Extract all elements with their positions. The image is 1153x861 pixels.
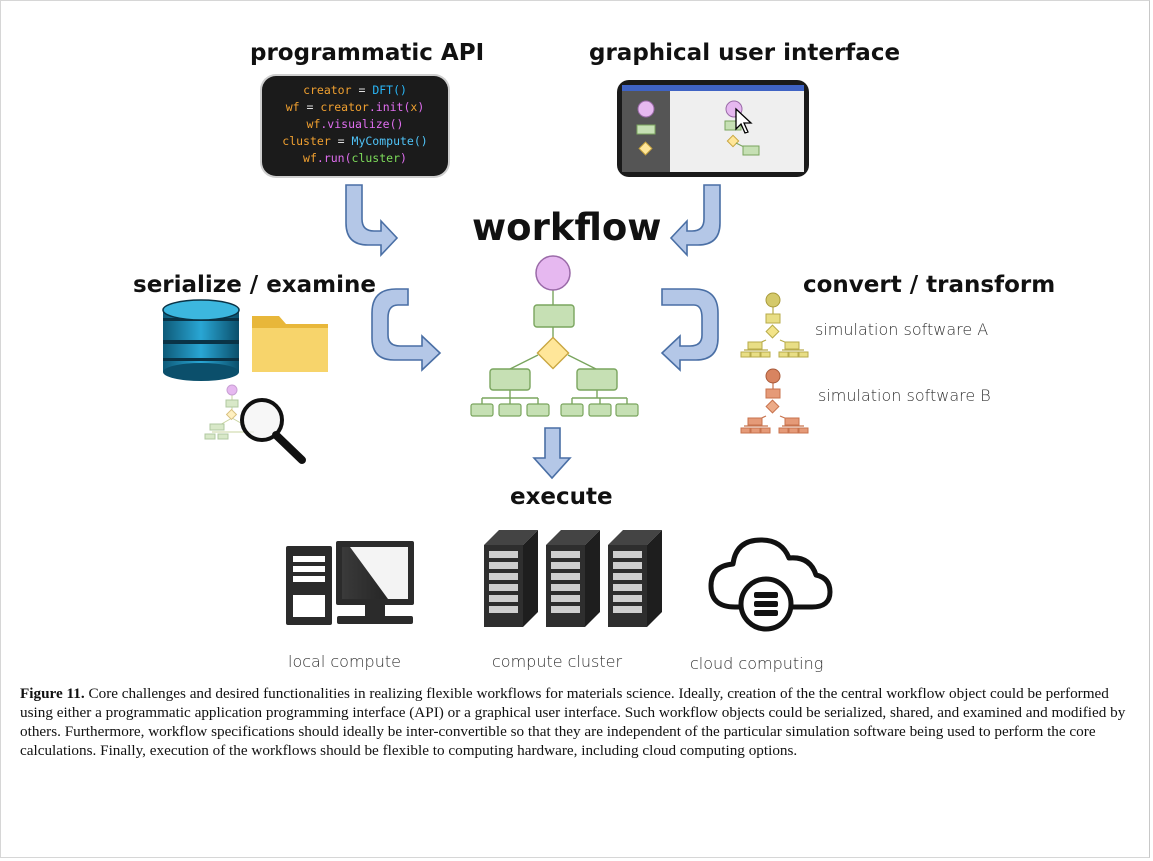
label-local-compute: local compute	[288, 652, 401, 671]
caption-text: Core challenges and desired functionalit…	[20, 685, 1126, 759]
label-cloud-computing: cloud computing	[690, 654, 824, 673]
cloud-computing-icon	[708, 537, 833, 632]
code-line-2: wf = creator.init(x)	[262, 99, 448, 116]
code-panel: creator = DFT() wf = creator.init(x) wf.…	[262, 76, 448, 176]
sim-a-leaf-node	[760, 351, 771, 358]
sim-a-task-node	[747, 341, 763, 350]
sim-b-start-node	[765, 368, 781, 384]
sim-b-task-node	[747, 417, 763, 426]
desktop-computer-icon	[286, 541, 414, 625]
server-rack-icon	[546, 530, 600, 627]
sim-a-leaf-node	[798, 351, 809, 358]
title-serialize-examine: serialize / examine	[133, 272, 376, 298]
label-sim-software-a: simulation software A	[815, 320, 989, 339]
code-line-5: wf.run(cluster)	[262, 150, 448, 167]
sim-b-leaf-node	[788, 427, 799, 434]
small-start-node	[226, 384, 238, 396]
code-token: )	[417, 100, 425, 114]
code-token: .visualize()	[320, 117, 404, 131]
folder-icon	[252, 316, 328, 372]
code-token: )	[400, 151, 407, 165]
server-rack-icon	[608, 530, 662, 627]
workflow-task-node	[489, 368, 531, 391]
code-token: cluster	[351, 151, 400, 165]
cursor-icon	[735, 107, 753, 134]
code-line-1: creator = DFT()	[262, 82, 448, 99]
title-convert-transform: convert / transform	[803, 272, 1056, 298]
workflow-leaf-node	[526, 403, 550, 417]
sim-b-leaf-node	[750, 427, 761, 434]
gui-screenshot	[617, 80, 809, 177]
workflow-leaf-node	[588, 403, 612, 417]
title-programmatic-api: programmatic API	[250, 40, 485, 66]
sim-b-leaf-node	[740, 427, 751, 434]
magnifier-icon	[240, 398, 306, 464]
code-line-3: wf.visualize()	[262, 116, 448, 133]
code-token: DFT()	[372, 83, 407, 97]
label-compute-cluster: compute cluster	[492, 652, 623, 671]
code-token: =	[330, 134, 352, 148]
code-token: =	[351, 83, 373, 97]
code-token: cluster	[282, 134, 331, 148]
workflow-graph	[481, 290, 628, 404]
code-token: wf	[306, 117, 321, 131]
workflow-leaf-node	[560, 403, 584, 417]
sim-b-task-node	[784, 417, 800, 426]
code-token: .init(	[368, 100, 411, 114]
label-sim-software-b: simulation software B	[818, 386, 991, 405]
figure-caption: Figure 11. Core challenges and desired f…	[20, 684, 1130, 760]
sim-b-leaf-node	[798, 427, 809, 434]
server-rack-icon	[484, 530, 538, 627]
sim-a-task-node	[765, 313, 781, 324]
sim-a-decision-node	[765, 324, 780, 339]
code-token: wf	[285, 100, 300, 114]
sim-a-leaf-node	[740, 351, 751, 358]
caption-label: Figure 11.	[20, 685, 85, 702]
code-token: wf	[303, 151, 317, 165]
arrow-convert-loop	[660, 288, 719, 372]
sim-b-leaf-node	[760, 427, 771, 434]
sim-b-task-node	[765, 388, 781, 399]
code-token: creator	[303, 83, 352, 97]
arrow-gui-to-workflow	[669, 184, 721, 258]
small-leaf-node	[217, 433, 229, 440]
workflow-task-node	[576, 368, 618, 391]
code-line-4: cluster = MyCompute()	[262, 133, 448, 150]
small-task-node	[225, 399, 239, 408]
sim-b-leaf-node	[778, 427, 789, 434]
code-token: =	[299, 100, 321, 114]
workflow-leaf-node	[615, 403, 639, 417]
workflow-leaf-node	[470, 403, 494, 417]
workflow-start-node	[535, 255, 571, 291]
small-task-node	[209, 423, 225, 431]
workflow-leaf-node	[498, 403, 522, 417]
sim-a-start-node	[765, 292, 781, 308]
small-decision-node	[225, 408, 238, 421]
arrow-api-to-workflow	[345, 184, 399, 258]
arrow-serialize-loop	[371, 288, 442, 372]
sim-a-leaf-node	[778, 351, 789, 358]
code-token: creator	[320, 100, 369, 114]
code-token: MyCompute()	[351, 134, 428, 148]
sim-a-leaf-node	[788, 351, 799, 358]
code-token: .run(	[316, 151, 352, 165]
gui-window-graphic	[622, 85, 804, 172]
workflow-task-node	[533, 304, 575, 328]
code-token: x	[410, 100, 418, 114]
sim-b-decision-node	[765, 399, 780, 414]
sim-a-task-node	[784, 341, 800, 350]
small-leaf-node	[204, 433, 216, 440]
title-execute: execute	[510, 484, 613, 510]
arrow-to-execute	[532, 427, 572, 480]
title-workflow: workflow	[472, 206, 662, 249]
workflow-decision-node	[536, 336, 570, 370]
sim-a-leaf-node	[750, 351, 761, 358]
database-icon	[162, 299, 240, 381]
title-graphical-user-interface: graphical user interface	[589, 40, 901, 66]
